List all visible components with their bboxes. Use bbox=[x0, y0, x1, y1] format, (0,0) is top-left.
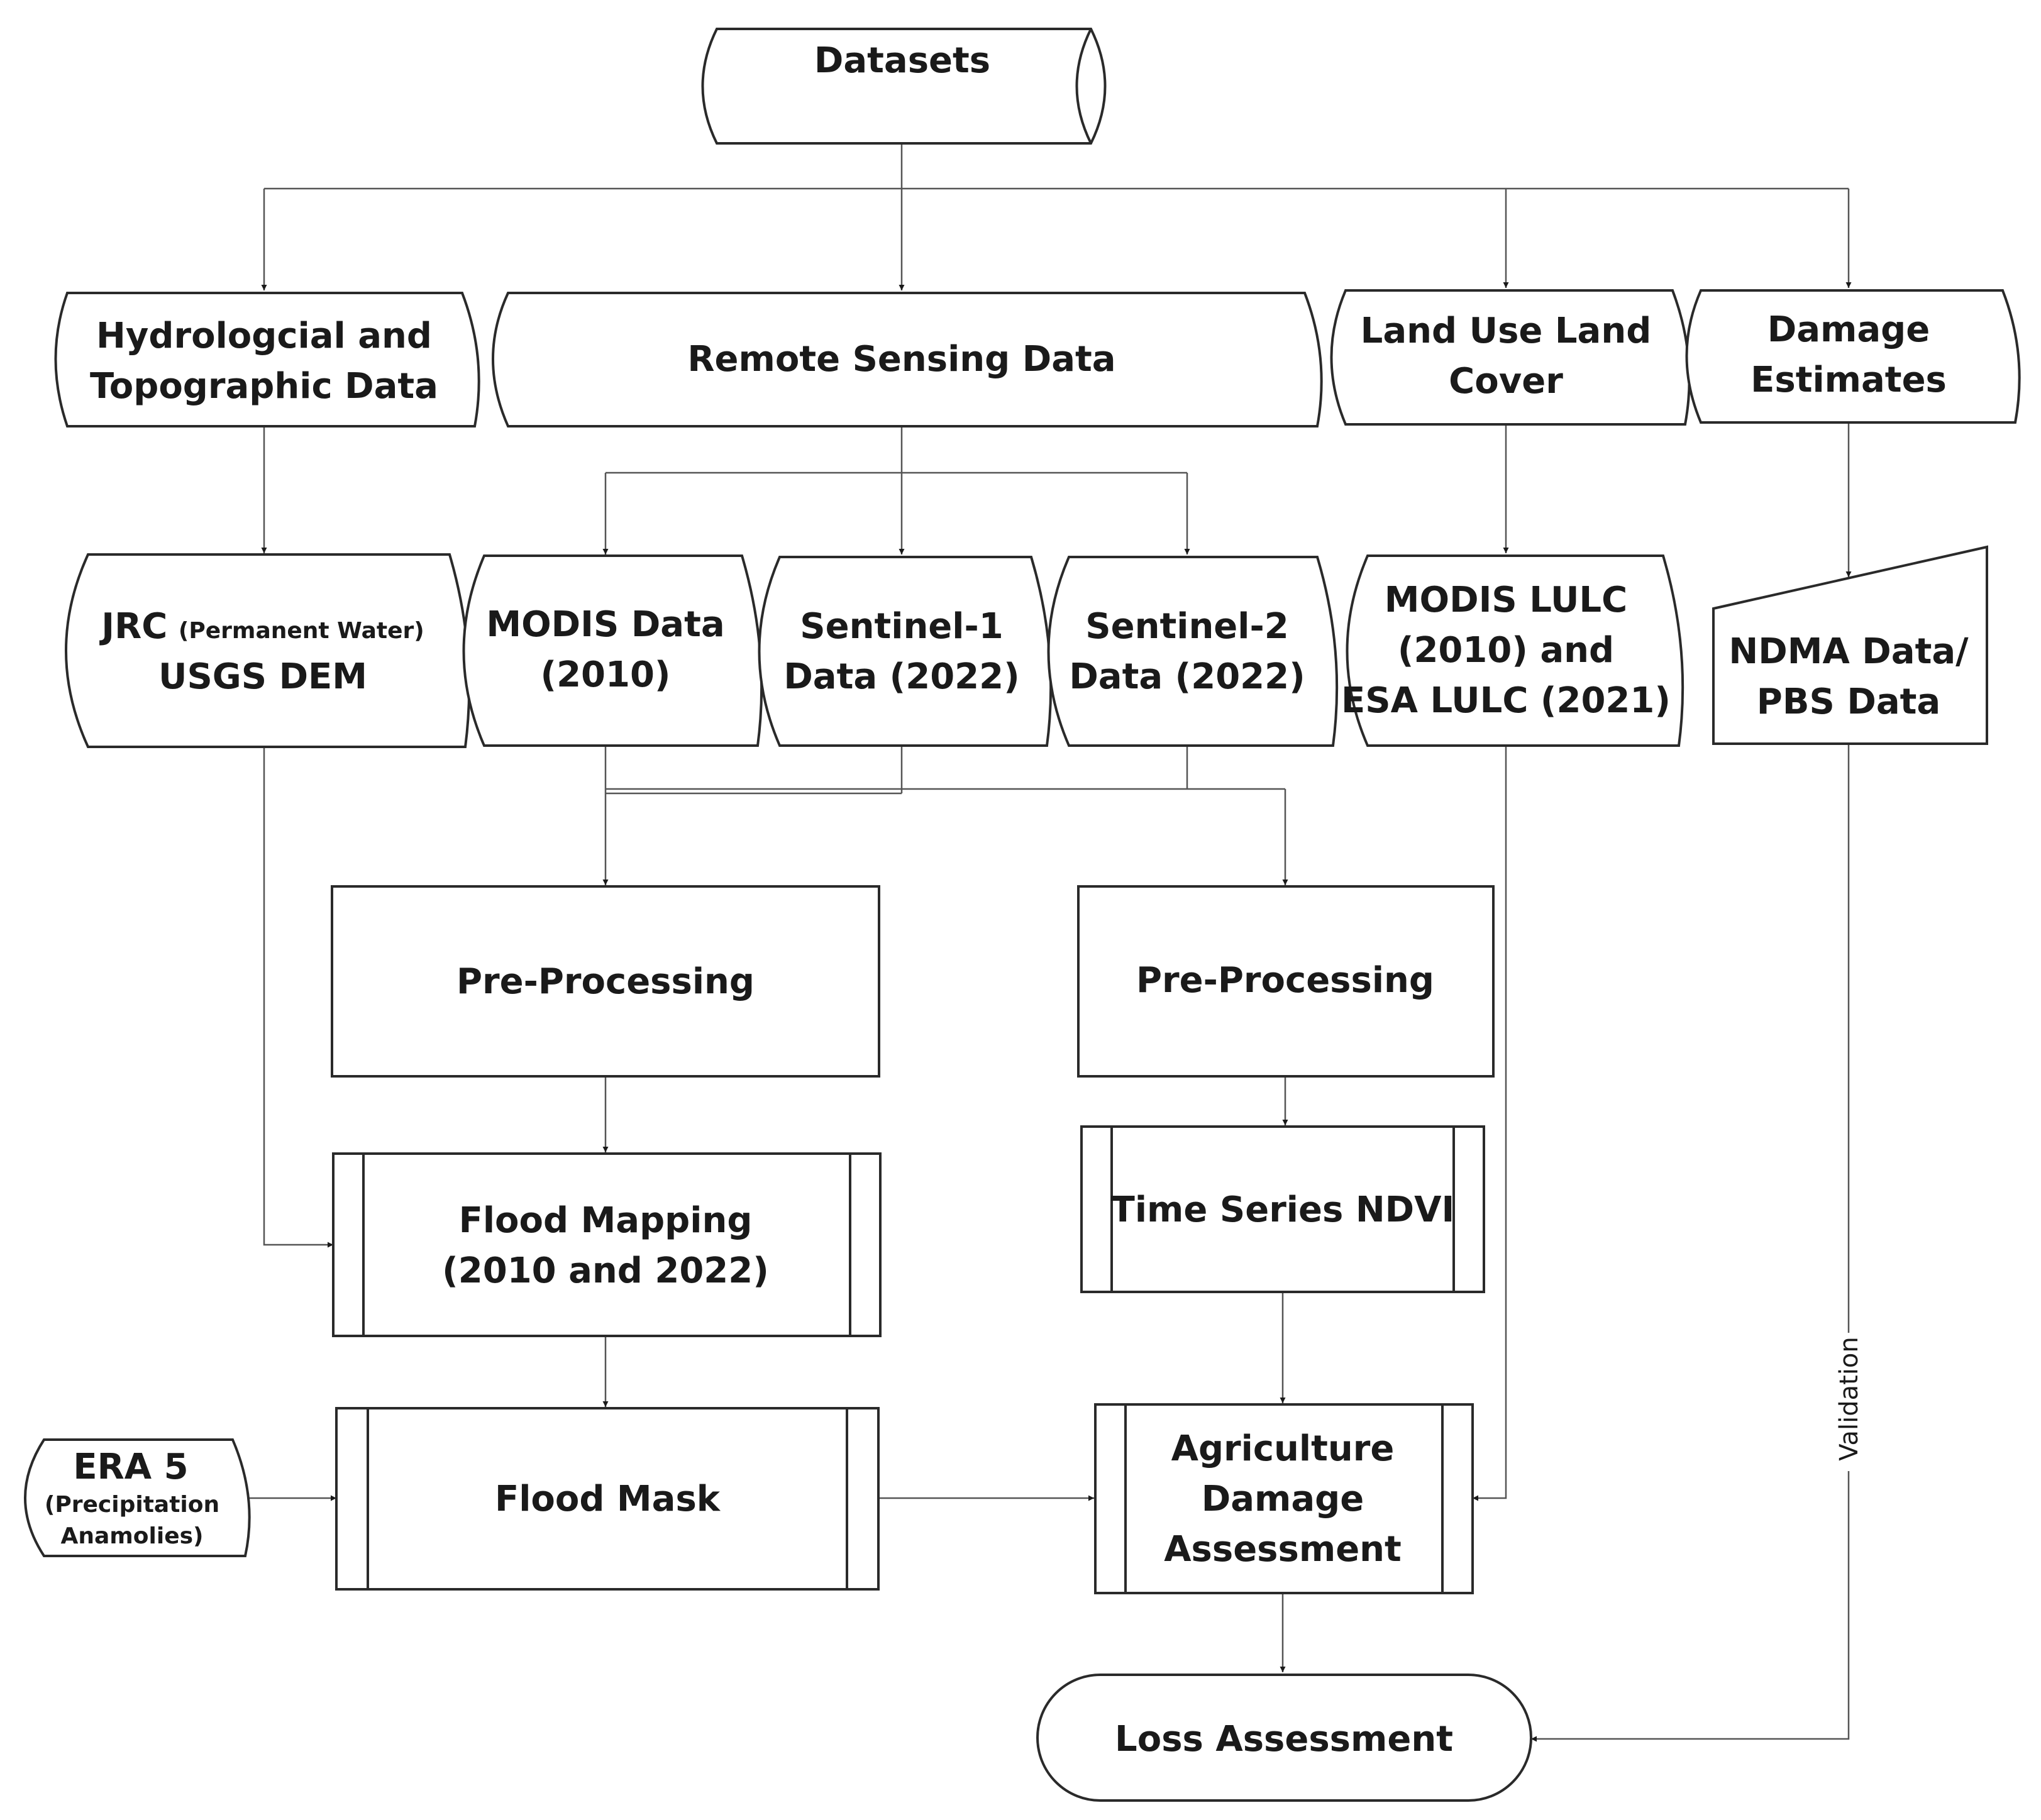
edge-modis-lulc-to-agri bbox=[1473, 747, 1507, 1501]
modis-lulc-label-line1: MODIS LULC bbox=[1385, 580, 1627, 620]
validation-label: Validation bbox=[1835, 1337, 1864, 1461]
ndvi-label: Time Series NDVI bbox=[1111, 1189, 1455, 1230]
node-loss-assessment[interactable]: Loss Assessment bbox=[1036, 1674, 1532, 1802]
lulc-label-line2: Cover bbox=[1449, 361, 1563, 402]
connectors bbox=[245, 145, 1852, 1742]
datasets-label: Datasets bbox=[814, 40, 990, 81]
s1-label-line2: Data (2022) bbox=[783, 656, 1019, 697]
node-sentinel-1[interactable]: Sentinel-1 Data (2022) bbox=[758, 556, 1053, 747]
agri-label-line3: Assessment bbox=[1164, 1529, 1402, 1570]
node-flood-mapping[interactable]: Flood Mapping (2010 and 2022) bbox=[332, 1152, 882, 1337]
edge-jrc-to-flood-mapping bbox=[263, 747, 333, 1248]
node-preprocessing-left[interactable]: Pre-Processing bbox=[331, 885, 880, 1078]
node-time-series-ndvi[interactable]: Time Series NDVI bbox=[1080, 1125, 1485, 1293]
node-datasets[interactable]: Datasets bbox=[701, 28, 1107, 145]
node-jrc-usgs[interactable]: JRC (Permanent Water) USGS DEM bbox=[65, 553, 471, 748]
damage-label-line2: Estimates bbox=[1751, 360, 1947, 400]
s1-label-line1: Sentinel-1 bbox=[800, 606, 1003, 647]
ndma-label-line1: NDMA Data/ bbox=[1728, 631, 1969, 672]
era5-label-line2: (Precipitation bbox=[45, 1492, 219, 1518]
s2-label-line1: Sentinel-2 bbox=[1085, 606, 1288, 647]
node-flood-mask[interactable]: Flood Mask bbox=[335, 1407, 880, 1591]
flood-mapping-label-line2: (2010 and 2022) bbox=[442, 1250, 769, 1291]
era5-label-line1: ERA 5 bbox=[73, 1447, 188, 1487]
validation-label-group: Validation bbox=[1831, 1333, 1866, 1471]
agri-label-line1: Agriculture bbox=[1171, 1428, 1395, 1469]
modis-label-line1: MODIS Data bbox=[486, 604, 724, 645]
edge-ndma-to-loss bbox=[1531, 744, 1850, 1742]
jrc-label: JRC (Permanent Water) bbox=[99, 606, 424, 647]
usgs-dem-label: USGS DEM bbox=[158, 656, 367, 697]
loss-label: Loss Assessment bbox=[1115, 1719, 1453, 1760]
agri-label-line2: Damage bbox=[1202, 1479, 1364, 1519]
remote-sensing-label: Remote Sensing Data bbox=[687, 339, 1115, 380]
ndma-label-line2: PBS Data bbox=[1757, 681, 1940, 722]
hydro-label-line2: Topographic Data bbox=[90, 366, 438, 407]
node-preprocessing-right[interactable]: Pre-Processing bbox=[1077, 885, 1495, 1078]
node-lulc[interactable]: Land Use Land Cover bbox=[1330, 289, 1691, 426]
jrc-main-label: JRC bbox=[99, 606, 167, 647]
modis-lulc-label-line3: ESA LULC (2021) bbox=[1341, 680, 1671, 721]
damage-label-line1: Damage bbox=[1767, 309, 1930, 350]
jrc-small-label: (Permanent Water) bbox=[179, 618, 424, 644]
node-era5[interactable]: ERA 5 (Precipitation Anamolies) bbox=[24, 1438, 251, 1557]
s2-label-line2: Data (2022) bbox=[1069, 656, 1305, 697]
node-hydro-topo[interactable]: Hydrologcial and Topographic Data bbox=[54, 292, 480, 427]
modis-lulc-label-line2: (2010) and bbox=[1398, 630, 1614, 671]
lulc-label-line1: Land Use Land bbox=[1361, 311, 1652, 351]
modis-label-line2: (2010) bbox=[540, 654, 670, 695]
node-agriculture-damage-assessment[interactable]: Agriculture Damage Assessment bbox=[1094, 1403, 1474, 1594]
node-modis-data[interactable]: MODIS Data (2010) bbox=[462, 554, 763, 747]
node-sentinel-2[interactable]: Sentinel-2 Data (2022) bbox=[1047, 556, 1339, 747]
hydro-label-line1: Hydrologcial and bbox=[96, 316, 432, 356]
node-remote-sensing[interactable]: Remote Sensing Data bbox=[492, 292, 1323, 427]
node-damage-estimates[interactable]: Damage Estimates bbox=[1685, 289, 2021, 424]
node-modis-esa-lulc[interactable]: MODIS LULC (2010) and ESA LULC (2021) bbox=[1341, 554, 1684, 747]
era5-label-line3: Anamolies) bbox=[60, 1523, 203, 1549]
preproc-left-label: Pre-Processing bbox=[456, 961, 755, 1002]
preproc-right-label: Pre-Processing bbox=[1136, 960, 1434, 1001]
node-ndma-pbs[interactable]: NDMA Data/ PBS Data bbox=[1712, 545, 1988, 745]
flood-mapping-label-line1: Flood Mapping bbox=[459, 1200, 753, 1241]
flood-mask-label: Flood Mask bbox=[495, 1479, 721, 1519]
